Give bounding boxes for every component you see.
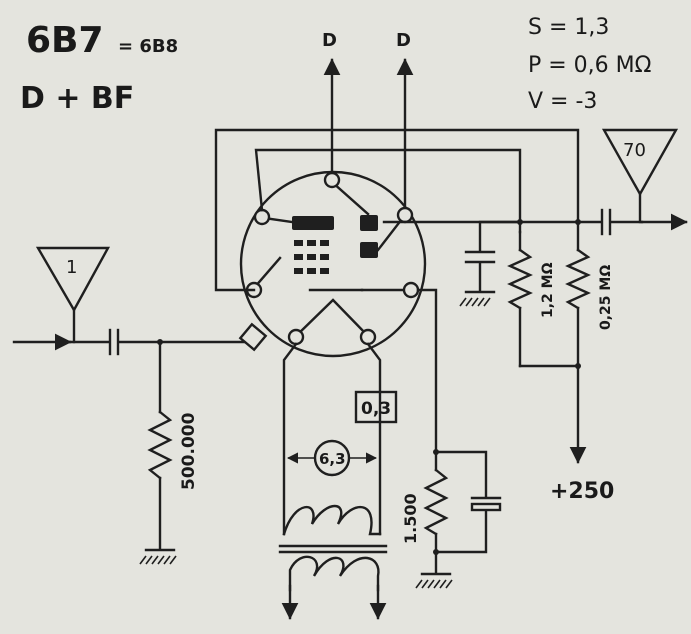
screen-bypass-capacitor [459,220,522,307]
input-stage-label: 1 [66,257,77,278]
output-stage-symbol: 70 [601,128,679,224]
cathode-bypass-capacitor [434,450,502,554]
output-stage-label: 70 [623,140,646,161]
heater-current-label: 0,3 [361,399,391,419]
grid-resistor: 500.000 [147,340,199,550]
cathode-resistor: 1.500 [401,450,449,574]
diode-output-right-label: D [396,30,411,51]
heater-transformer [278,505,388,620]
load-resistor-label: 0,25 MΩ [598,265,614,330]
input-capacitor [108,328,120,356]
grid-cap [238,322,268,352]
tube-grids [294,240,329,274]
diode-plate-2 [360,242,378,258]
load-resistor: 0,25 MΩ [565,220,614,368]
diode-output-left-label: D [322,30,337,51]
diode-plate-1 [360,215,378,231]
ground-symbol-cathode [415,572,453,589]
heater-voltage-indicator: 6,3 [286,439,378,477]
tube-equivalent: = 6B8 [118,36,178,57]
supply-label: +250 [550,479,614,504]
diode-output-left: D [322,30,341,180]
spec-p: P = 0,6 MΩ [528,53,651,78]
tube-type: 6B7 [26,20,104,61]
pentode-plate [292,216,334,230]
tube-function: D + BF [20,81,134,116]
ground-symbol-grid [139,548,177,565]
heater-voltage-label: 6,3 [319,450,346,468]
cathode-resistor-label: 1.500 [401,493,420,544]
input-stage-symbol: 1 [35,246,111,344]
heater-current-box: 0,3 [354,390,398,424]
spec-s: S = 1,3 [528,15,609,40]
plate-resistor: 1,2 MΩ [507,230,556,368]
tube-cathode [294,288,412,338]
tube-pins [245,171,420,346]
plate-resistor-label: 1,2 MΩ [540,262,556,318]
spec-v: V = -3 [528,89,597,114]
grid-resistor-label: 500.000 [179,412,199,490]
diode-output-right: D [396,30,414,217]
output-capacitor [600,208,612,236]
tube-envelope [239,170,427,358]
